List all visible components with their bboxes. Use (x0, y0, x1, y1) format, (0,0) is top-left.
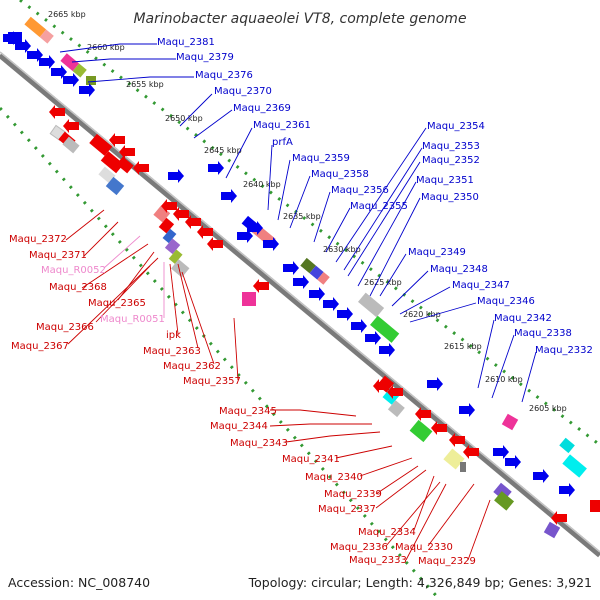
gene-label: Maqu_2376 (195, 70, 253, 81)
kbp-tick: 2660 kbp (87, 43, 125, 52)
kbp-tick: 2645 kbp (204, 146, 242, 155)
gene-label: Maqu_2333 (349, 555, 407, 566)
gene-label: Maqu_2337 (318, 504, 376, 515)
gene-label: Maqu_2359 (292, 153, 350, 164)
gene-label: prfA (272, 137, 293, 148)
gene-label: Maqu_2369 (233, 103, 291, 114)
gene-label: Maqu_2368 (49, 282, 107, 293)
gene-label: Maqu_2347 (452, 280, 510, 291)
gene-label: Maqu_2342 (494, 313, 552, 324)
kbp-tick: 2665 kbp (48, 10, 86, 19)
kbp-tick: 2620 kbp (403, 310, 441, 319)
gene-label: Maqu_2330 (395, 542, 453, 553)
kbp-tick: 2650 kbp (165, 114, 203, 123)
gene-label: Maqu_2379 (176, 52, 234, 63)
gene-label: Maqu_R0051 (100, 314, 165, 325)
gene-label: Maqu_2348 (430, 264, 488, 275)
top-scale-dotted-line (19, 0, 600, 447)
gene-label: Maqu_2351 (416, 175, 474, 186)
gene-label: Maqu_2338 (514, 328, 572, 339)
kbp-tick: 2655 kbp (126, 80, 164, 89)
kbp-tick: 2610 kbp (485, 375, 523, 384)
bottom-gene-labels: Maqu_2372 Maqu_2371 Maqu_R0052 Maqu_2368… (9, 234, 476, 567)
gene-label: Maqu_2366 (36, 322, 94, 333)
gene-label: Maqu_2340 (305, 472, 363, 483)
gene-label: Maqu_2371 (29, 250, 87, 261)
topology-summary: Topology: circular; Length: 4,326,849 bp… (248, 575, 592, 590)
gene-label: Maqu_2350 (421, 192, 479, 203)
accession-text: Accession: NC_008740 (8, 575, 150, 590)
top-gene-labels: Maqu_2381 Maqu_2379 Maqu_2376 Maqu_2370 … (157, 37, 593, 356)
kbp-tick: 2635 kbp (283, 212, 321, 221)
gene-label: Maqu_2352 (422, 155, 480, 166)
bottom-callout-lines (65, 209, 491, 561)
bottom-strand-genes (49, 105, 567, 539)
gene-label: Maqu_2329 (418, 556, 476, 567)
gene-label: Maqu_2372 (9, 234, 67, 245)
gene-label: Maqu_2341 (282, 454, 340, 465)
kbp-tick: 2625 kbp (364, 278, 402, 287)
gene-label: Maqu_2365 (88, 298, 146, 309)
gene-label: Maqu_2370 (214, 86, 272, 97)
gene-label: Maqu_2357 (183, 376, 241, 387)
gene-label: ipk (166, 330, 181, 341)
gene-label: Maqu_2355 (350, 201, 408, 212)
kbp-tick: 2640 kbp (243, 180, 281, 189)
gene-label: Maqu_2362 (163, 361, 221, 372)
gene-label: Maqu_2344 (210, 421, 268, 432)
top-callout-lines (59, 43, 537, 403)
gene-label: Maqu_2358 (311, 169, 369, 180)
gene-label: Maqu_2346 (477, 296, 535, 307)
gene-label: Maqu_2345 (219, 406, 277, 417)
gene-label: Maqu_2363 (143, 346, 201, 357)
kbp-tick: 2615 kbp (444, 342, 482, 351)
gene-label: Maqu_2349 (408, 247, 466, 258)
kbp-tick: 2630 kbp (323, 245, 361, 254)
gene-label: Maqu_2356 (331, 185, 389, 196)
kbp-tick: 2605 kbp (529, 404, 567, 413)
kbp-scale: 2665 kbp 2660 kbp 2655 kbp 2650 kbp 2645… (48, 10, 567, 413)
gene-label: Maqu_2334 (358, 527, 416, 538)
gene-label: Maqu_2354 (427, 121, 485, 132)
gene-label: Maqu_2367 (11, 341, 69, 352)
gene-label: Maqu_2361 (253, 120, 311, 131)
top-strand-genes (3, 16, 600, 512)
gene-label: Maqu_R0052 (41, 265, 106, 276)
gene-label: Maqu_2353 (422, 141, 480, 152)
gene-label: Maqu_2343 (230, 438, 288, 449)
gene-label: Maqu_2381 (157, 37, 215, 48)
gene-label: Maqu_2336 (330, 542, 388, 553)
gene-label: Maqu_2332 (535, 345, 593, 356)
map-title: Marinobacter aquaeolei VT8, complete gen… (133, 11, 466, 27)
gene-label: Maqu_2339 (324, 489, 382, 500)
